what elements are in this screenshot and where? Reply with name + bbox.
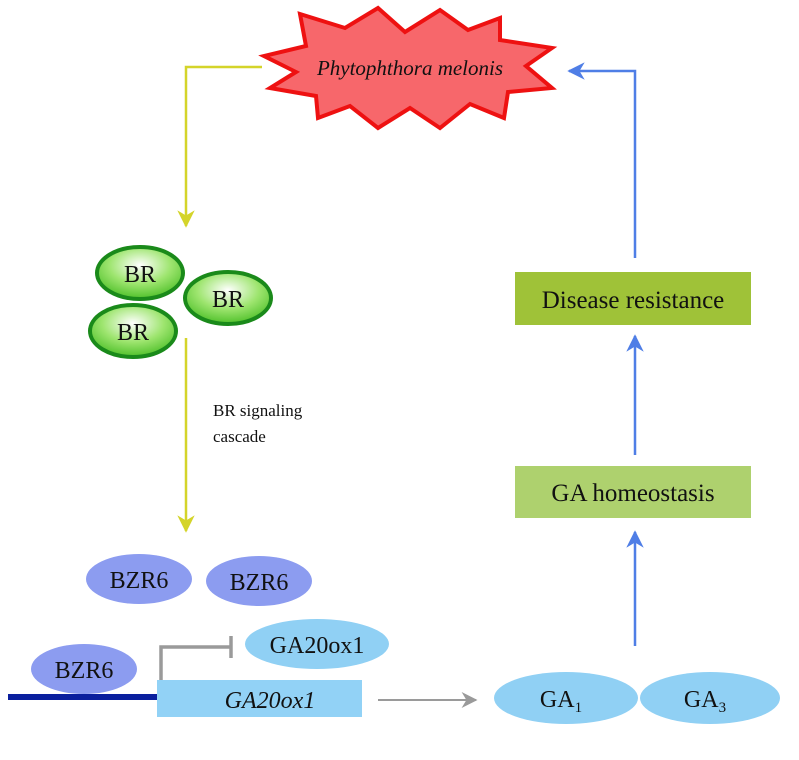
gene-label: GA20ox1 (225, 688, 316, 714)
br-label: BR (124, 262, 156, 288)
br-molecule: BR (183, 270, 273, 326)
bzr6-label: BZR6 (110, 568, 169, 594)
ga-homeostasis-box: GA homeostasis (515, 466, 751, 518)
starburst-shape (258, 5, 558, 131)
ga-homeostasis-label: GA homeostasis (551, 480, 714, 507)
br-signaling-label: BR signaling (213, 401, 303, 420)
ga3-label: GA3 (684, 687, 726, 716)
br-label: BR (212, 287, 244, 313)
disease-resistance-box: Disease resistance (515, 272, 751, 325)
ga20ox1-gene: GA20ox1 (157, 680, 362, 717)
bzr6-bound-label: BZR6 (55, 658, 114, 684)
pathogen-label: Phytophthora melonis (316, 56, 503, 80)
ga1-label: GA1 (540, 687, 582, 716)
br-label: BR (117, 320, 149, 346)
br-molecule: BR (88, 303, 178, 359)
pathogen-node: Phytophthora melonis (258, 5, 558, 131)
protein-label: GA20ox1 (270, 633, 365, 659)
ga20ox1-protein: GA20ox1 (245, 619, 389, 669)
pathogen-to-br-arrow (177, 65, 262, 228)
disease-resistance-label: Disease resistance (542, 287, 725, 314)
ga1-molecule: GA1 (494, 672, 638, 724)
br-molecule: BR (95, 245, 185, 301)
bzr6-protein: BZR6 (86, 554, 192, 604)
bzr6-label: BZR6 (230, 570, 289, 596)
bzr6-protein: BZR6 (206, 556, 312, 606)
resistance-to-pathogen-arrow (567, 62, 637, 258)
br-signaling-label-cont: cascade (213, 427, 266, 446)
bzr6-bound-protein: BZR6 (31, 644, 137, 694)
ga3-molecule: GA3 (640, 672, 780, 724)
repression-bracket (159, 636, 233, 680)
